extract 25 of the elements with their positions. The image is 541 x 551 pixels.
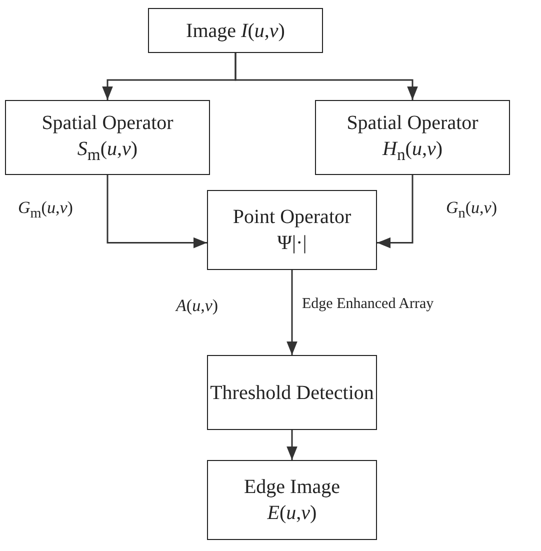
formula: S$_{m}$(u,v)	[77, 136, 138, 166]
formula: H$_{n}$(u,v)	[382, 136, 442, 166]
arrow	[286, 430, 298, 460]
edge-label: A(u,v)	[176, 296, 218, 316]
formula: E(u,v)	[267, 501, 317, 526]
process-box	[207, 355, 377, 430]
box-title: Spatial Operator	[42, 110, 174, 136]
process-box	[207, 460, 377, 540]
process-box	[315, 100, 510, 175]
formula: Ψ|·|	[277, 231, 307, 256]
arrow	[286, 270, 298, 355]
box-title: Spatial Operator	[346, 110, 478, 136]
edge-label: G$_{n}$(u,v)	[446, 198, 497, 222]
process-box	[207, 190, 377, 270]
arrow	[377, 175, 414, 248]
process-box	[148, 8, 323, 53]
edge-label: G$_{m}$(u,v)	[18, 198, 73, 222]
process-box	[5, 100, 210, 175]
box-title: Threshold Detection	[210, 380, 374, 406]
box-title: Edge Image	[244, 475, 340, 500]
arrow	[106, 175, 207, 248]
arrow	[234, 53, 418, 100]
box-title: Image I(u,v)	[186, 18, 285, 44]
box-title: Point Operator	[232, 205, 352, 230]
signal-label: Edge Enhanced Array	[302, 296, 434, 313]
